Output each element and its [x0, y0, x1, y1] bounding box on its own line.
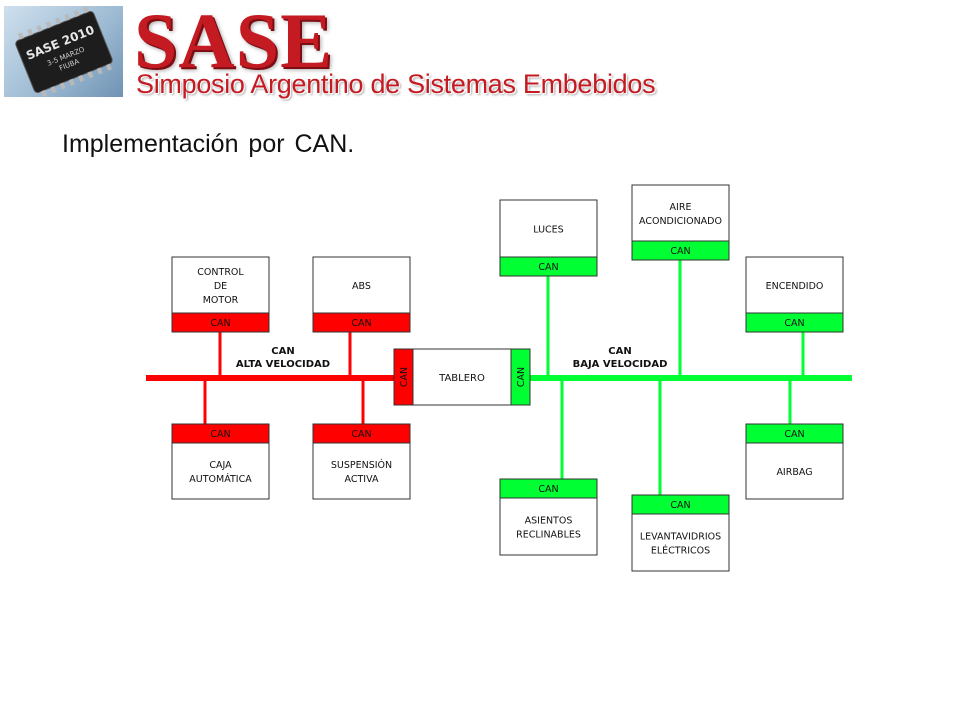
node-levantavidrios-electricos: CAN LEVANTAVIDRIOS ELÉCTRICOS — [631, 494, 730, 572]
node-can-tag-label: CAN — [670, 500, 690, 511]
node-luces: CAN LUCES — [499, 199, 598, 277]
node-label-line-2: AUTOMÁTICA — [189, 473, 252, 485]
node-label-line-2: ELÉCTRICOS — [651, 545, 710, 557]
wires — [203, 260, 805, 495]
node-can-tag-label: CAN — [784, 429, 804, 440]
node-can-tag — [312, 423, 411, 444]
node-label-line-2: ACONDICIONADO — [639, 216, 722, 227]
node-abs: CAN ABS — [312, 256, 411, 333]
node-label-line-1: AIRBAG — [776, 467, 812, 478]
hub-right-tag-label: CAN — [516, 367, 527, 387]
sase-subtitle: Simposio Argentino de Sistemas Embebidos — [136, 69, 656, 99]
node-can-tag — [171, 423, 270, 444]
node-asientos-reclinables: CAN ASIENTOS RECLINABLES — [499, 478, 598, 556]
slide-title: Implementación por CAN. — [62, 130, 355, 158]
chip-logo: SASE 2010 3-5 MARZO FIUBA — [4, 6, 123, 97]
node-label-line-1: AIRE — [670, 202, 692, 213]
node-can-tag — [745, 423, 844, 444]
node-can-tag — [631, 240, 730, 261]
node-label-line-1: LEVANTAVIDRIOS — [640, 532, 721, 543]
nodes: CAN CONTROL DE MOTOR CAN ABS CAN CAJA AUTOMÁTICA… — [171, 184, 844, 572]
node-can-tag-label: CAN — [538, 484, 558, 495]
bus-high-label-line-2: ALTA VELOCIDAD — [236, 359, 330, 370]
node-label-line-2: ACTIVA — [345, 474, 379, 485]
node-can-tag — [312, 312, 411, 333]
node-caja-automatica: CAN CAJA AUTOMÁTICA — [171, 423, 270, 500]
node-can-tag — [499, 256, 598, 277]
hub-label: TABLERO — [438, 373, 485, 384]
node-can-tag-label: CAN — [210, 318, 230, 329]
node-can-tag-label: CAN — [538, 262, 558, 273]
hub-left-tag — [393, 348, 414, 406]
hub: CAN CAN TABLERO — [393, 348, 531, 406]
node-can-tag-label: CAN — [351, 318, 371, 329]
hub-box — [393, 348, 531, 406]
node-label-line-1: ASIENTOS — [525, 516, 573, 527]
sase-title: SASE — [134, 0, 334, 84]
node-can-tag — [499, 478, 598, 499]
node-can-tag — [171, 312, 270, 333]
node-label-line-2: DE — [214, 281, 227, 292]
node-label-line-1: ABS — [352, 281, 371, 292]
node-label-line-3: MOTOR — [203, 295, 239, 306]
node-label-line-1: CAJA — [209, 460, 232, 471]
node-label-line-2: RECLINABLES — [516, 530, 581, 541]
bus-low-label-line-2: BAJA VELOCIDAD — [573, 359, 668, 370]
node-can-tag-label: CAN — [351, 429, 371, 440]
bus-high-label-line-1: CAN — [271, 346, 294, 357]
bus-low-label-line-1: CAN — [608, 346, 631, 357]
node-label-line-1: ENCENDIDO — [766, 281, 824, 292]
node-encendido: CAN ENCENDIDO — [745, 256, 844, 333]
bus-labels: CAN ALTA VELOCIDAD CAN BAJA VELOCIDAD — [236, 346, 668, 370]
node-can-tag-label: CAN — [670, 246, 690, 257]
hub-right-tag — [510, 348, 531, 406]
node-label-line-1: CONTROL — [197, 267, 244, 278]
node-can-tag — [745, 312, 844, 333]
node-airbag: CAN AIRBAG — [745, 423, 844, 500]
node-aire-acondicionado: CAN AIRE ACONDICIONADO — [631, 184, 730, 261]
hub-left-tag-label: CAN — [399, 367, 410, 387]
header: SASE 2010 3-5 MARZO FIUBA SASE Simposio … — [0, 0, 960, 108]
node-label-line-1: LUCES — [533, 225, 563, 236]
node-suspension-activa: CAN SUSPENSIÓN ACTIVA — [312, 423, 411, 500]
node-can-tag — [631, 494, 730, 515]
node-label-line-1: SUSPENSIÓN — [331, 459, 392, 471]
node-can-tag-label: CAN — [210, 429, 230, 440]
node-control-motor: CAN CONTROL DE MOTOR — [171, 256, 270, 333]
node-can-tag-label: CAN — [784, 318, 804, 329]
